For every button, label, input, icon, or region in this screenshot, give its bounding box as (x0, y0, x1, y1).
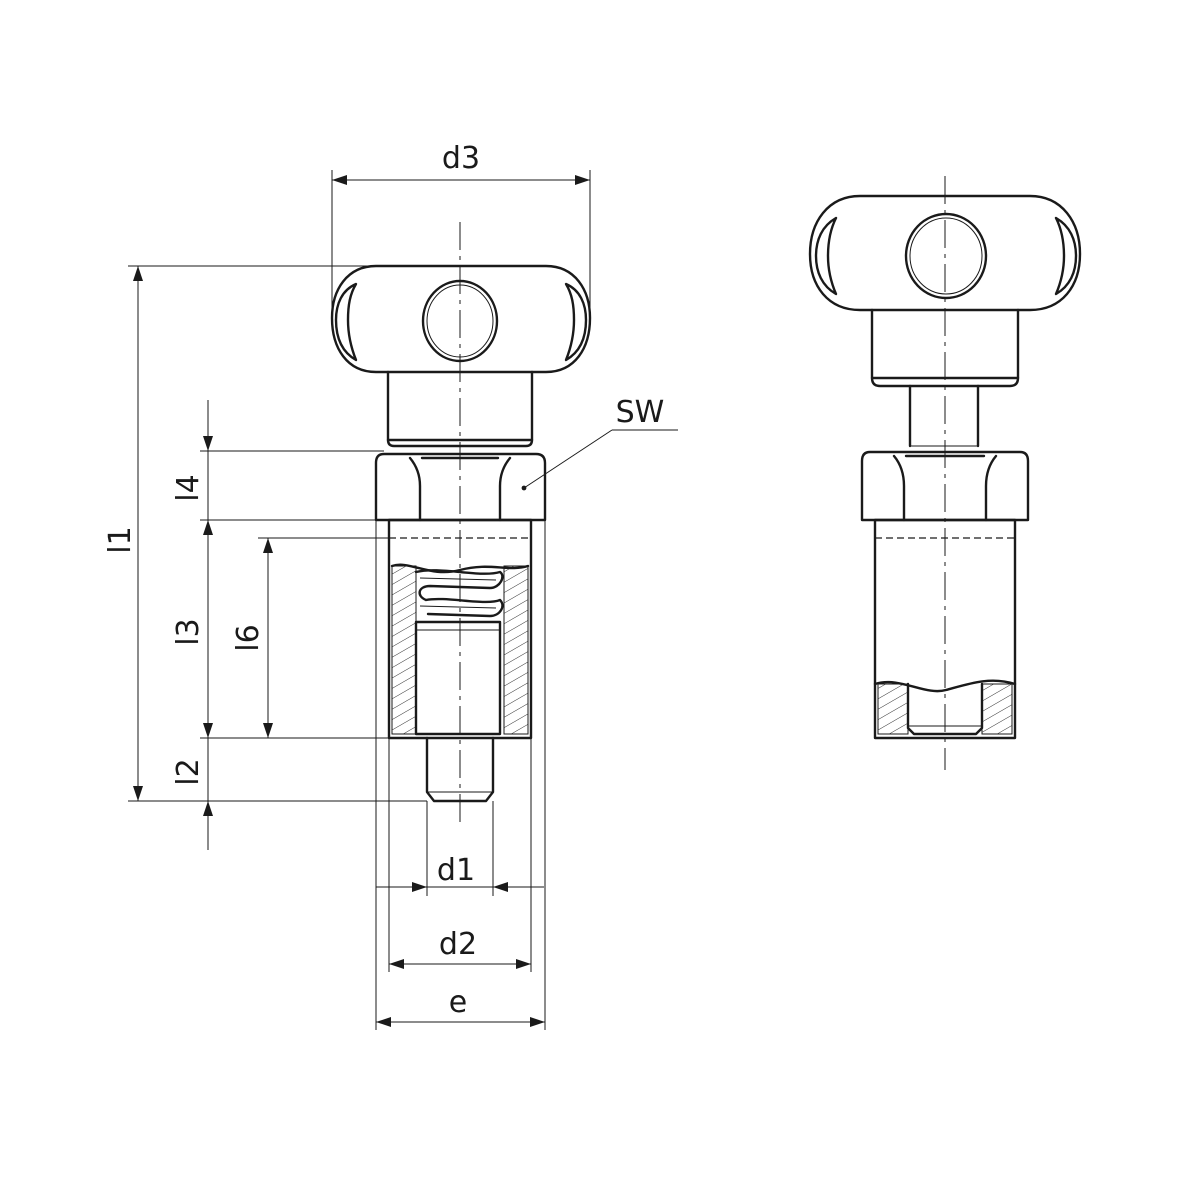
dim-l6: l6 (231, 624, 266, 651)
threaded-body (387, 518, 533, 740)
front-section-view (330, 222, 592, 825)
side-view (808, 176, 1082, 770)
dim-d1: d1 (437, 853, 475, 888)
dim-d2: d2 (439, 927, 477, 962)
dim-l1: l1 (103, 526, 138, 553)
dim-l4: l4 (171, 474, 206, 501)
knob-grip-right (564, 282, 588, 362)
dimensions: d3 l1 l4 l3 l6 l2 d1 d2 (103, 141, 678, 1030)
dim-l2: l2 (171, 758, 206, 785)
dim-e: e (449, 985, 467, 1020)
dim-l3: l3 (171, 618, 206, 645)
label-sw: SW (616, 395, 665, 430)
knob-grip-left (334, 282, 358, 362)
dim-d3: d3 (442, 141, 480, 176)
spring (414, 569, 504, 618)
knob (330, 264, 592, 374)
